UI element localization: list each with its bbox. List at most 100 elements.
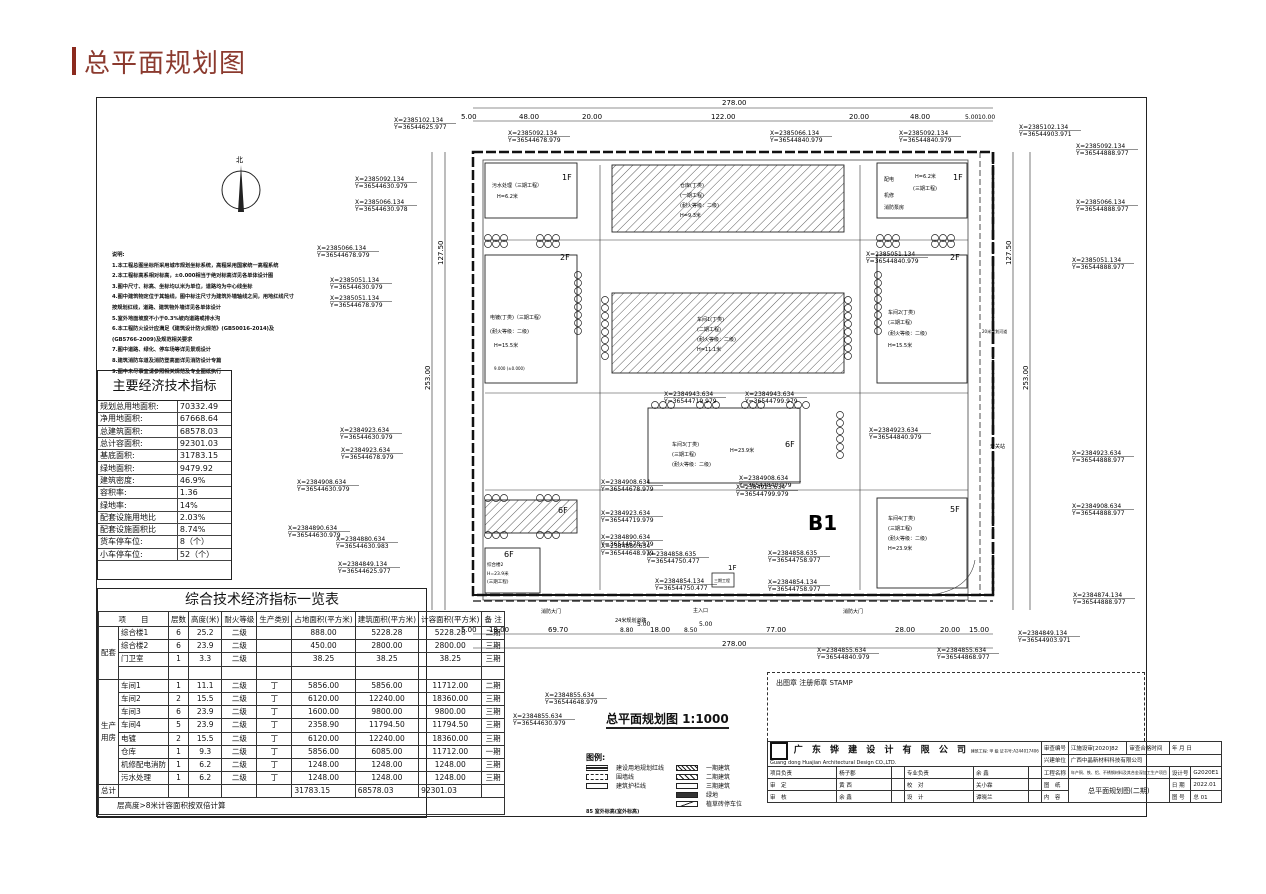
coordinate-y: Y=36544678.979 — [340, 454, 394, 461]
table-cell: 丁 — [256, 718, 293, 733]
plan-caption: 总平面规划图 1:1000 — [606, 710, 729, 729]
tree-icon — [552, 234, 560, 242]
coordinate-y: Y=36544799.979 — [735, 491, 789, 498]
table-cell: 6.2 — [187, 757, 223, 773]
table-cell: 5 — [168, 718, 189, 733]
indicator-value: 9479.92 — [176, 461, 231, 475]
table-cell: 三期 — [481, 639, 505, 654]
coordinate-y: Y=36544840.979 — [738, 482, 792, 489]
table-cell: 3.3 — [187, 652, 223, 667]
role: 校 对 — [903, 778, 975, 791]
coordinate-x: X=2385066.134 — [1076, 199, 1125, 206]
tree-icon — [874, 279, 882, 287]
tree-icon — [836, 419, 844, 427]
table-cell: 污水处理 — [118, 771, 169, 786]
coordinate-x: X=2384890.634 — [288, 525, 337, 532]
tree-icon — [544, 494, 552, 502]
note-line: 8.建筑消防车道及消防登高面详见消防设计专篇 — [112, 357, 222, 364]
coordinate-x: X=2385051.134 — [866, 251, 915, 258]
dim-top-segments: 5.00 48.00 20.00 122.00 20.00 48.00 5.00… — [461, 113, 995, 121]
svg-text:18.00: 18.00 — [650, 626, 670, 634]
coordinate-x: X=2384855.634 — [937, 647, 986, 654]
table-cell: 11.1 — [187, 678, 223, 693]
coordinate-y: Y=36544758.977 — [767, 557, 821, 564]
empty-cell — [481, 784, 505, 799]
svg-text:(一期工程): (一期工程) — [680, 192, 704, 199]
svg-text:车间1(丁类): 车间1(丁类) — [697, 316, 724, 323]
group-label: 配套 — [98, 626, 119, 680]
coordinate-x: X=2384923.634 — [869, 427, 918, 434]
dim-left-sub: 127.50 — [437, 241, 445, 266]
tree-icon — [484, 531, 492, 539]
svg-text:6F: 6F — [558, 506, 568, 515]
legend-title: 图例: — [586, 753, 606, 762]
coordinate-y: Y=36544719.979 — [663, 398, 717, 405]
tree-icon — [574, 295, 582, 303]
zone-label-b1: B1 — [808, 511, 837, 535]
indicator-value: 14% — [176, 498, 231, 512]
table-cell: 二级 — [221, 625, 258, 641]
coordinate-callouts: X=2385102.134Y=36544625.977X=2385092.134… — [287, 117, 1138, 727]
table-cell: 25.2 — [187, 625, 223, 641]
tree-icon — [939, 240, 947, 248]
table-cell — [118, 665, 169, 680]
client-label: 兴建单位 — [1040, 753, 1069, 767]
tree-icon — [884, 240, 892, 248]
coordinate-y: Y=36544719.979 — [600, 517, 654, 524]
svg-text:20.00: 20.00 — [940, 626, 960, 634]
tree-icon — [844, 352, 852, 360]
person: 余 鑫 — [836, 790, 893, 803]
north-arrow-icon: 北 — [221, 156, 261, 212]
coordinate-x: X=2385051.134 — [330, 295, 379, 302]
coordinate-x: X=2384908.634 — [739, 475, 788, 482]
indicator-value: 8.74% — [176, 523, 231, 537]
indicator-row: 容积率:1.36 — [98, 486, 231, 500]
road-note: 24米规划道路 — [615, 617, 646, 624]
empty-cell — [187, 784, 223, 799]
svg-text:(耐火等级：二级): (耐火等级：二级) — [672, 461, 711, 468]
table-cell: 1600.00 — [291, 705, 356, 720]
legend-swatch — [676, 773, 698, 780]
table-cell: 12240.00 — [354, 691, 420, 707]
table-cell: 三期 — [481, 757, 505, 773]
table-cell: 15.5 — [187, 691, 223, 707]
table-cell: 6085.00 — [354, 744, 420, 759]
svg-text:5.00: 5.00 — [699, 621, 713, 628]
indicator-value: 1.36 — [176, 486, 231, 500]
svg-text:5.00: 5.00 — [637, 621, 651, 628]
summary-indicators-table: 综合技术经济指标一览表 项 目层数高度(米)耐火等级生产类别占地面积(平方米)建… — [97, 588, 505, 818]
legend-elevation-marker: 85 室外标高(室外标高) — [586, 809, 640, 815]
coordinate-x: X=2385092.134 — [355, 176, 404, 183]
coordinate-y: Y=36544888.977 — [1075, 150, 1129, 157]
coordinate-x: X=2385066.134 — [355, 199, 404, 206]
tree-icon — [876, 240, 884, 248]
coordinate-y: Y=36544630.983 — [335, 543, 389, 550]
tree-icon — [574, 303, 582, 311]
title-accent-bar — [72, 47, 76, 75]
coordinate-y: Y=36544799.979 — [744, 398, 798, 405]
column-header: 备 注 — [481, 611, 505, 627]
table-cell: 5856.00 — [354, 678, 420, 693]
legend-label: 建设用地规划红线 — [616, 765, 665, 772]
tree-icon — [574, 271, 582, 279]
coordinate-x: X=2384908.634 — [297, 479, 346, 486]
tree-icon — [836, 411, 844, 419]
indicator-row: 绿地率:14% — [98, 498, 231, 512]
svg-text:H=23.9米: H=23.9米 — [730, 447, 754, 454]
coordinate-y: Y=36544840.979 — [816, 654, 870, 661]
table-cell: 11712.00 — [418, 744, 483, 759]
coordinate-y: Y=36544630.979 — [296, 486, 350, 493]
dim-right-sub: 127.50 — [1005, 241, 1013, 266]
coordinate-x: X=2384923.634 — [601, 510, 650, 517]
table-cell: 18360.00 — [418, 691, 483, 707]
tree-icon — [492, 494, 500, 502]
indicator-label: 小车停车位: — [98, 548, 178, 561]
legend-swatch — [676, 800, 698, 807]
building-guard: 三期工程 1F — [711, 564, 736, 588]
coordinate-x: X=2384923.634 — [340, 427, 389, 434]
table-cell: 三期 — [481, 691, 505, 707]
coordinate-y: Y=36544630.979 — [354, 183, 408, 190]
signature — [891, 766, 905, 779]
